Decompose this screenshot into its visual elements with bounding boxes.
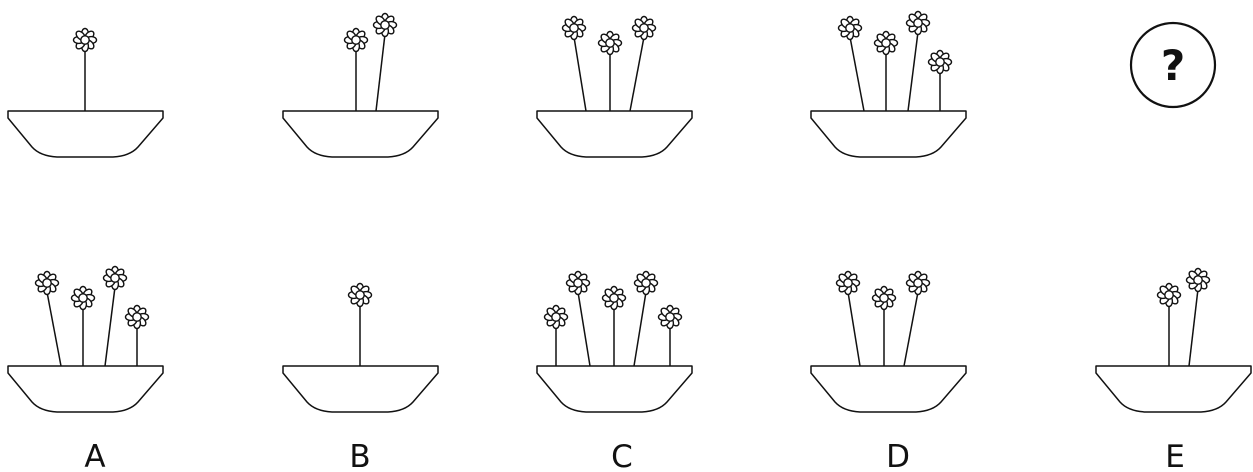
option-label-e[interactable]: E: [1165, 439, 1185, 472]
flower-icon: [372, 12, 398, 38]
flower-stem: [577, 291, 591, 367]
flower-stem: [573, 36, 587, 112]
sequence-pot-3: [536, 15, 693, 158]
flower-pot-icon: [282, 365, 439, 413]
flower-icon: [561, 15, 587, 41]
flower-stem: [849, 36, 865, 112]
flower-icon: [70, 285, 96, 311]
flower-pot-icon: [810, 365, 967, 413]
flower-icon: [871, 285, 897, 311]
flower-pot-icon: [536, 365, 693, 413]
flower-icon: [1156, 282, 1182, 308]
options-row: [7, 265, 1252, 413]
flower-icon: [543, 304, 569, 330]
flower-icon: [837, 15, 863, 41]
flower-icon: [597, 30, 623, 56]
flower-stem: [847, 291, 861, 367]
question-mark: ?: [1161, 41, 1185, 90]
flower-stem: [375, 33, 386, 112]
flower-icon: [927, 49, 953, 75]
flower-icon: [124, 304, 150, 330]
option-e[interactable]: [1095, 267, 1252, 413]
flower-stem: [104, 286, 116, 367]
flower-icon: [601, 285, 627, 311]
option-label-d[interactable]: D: [886, 439, 910, 472]
flower-icon: [565, 270, 591, 296]
option-labels: A B C D E: [84, 439, 1184, 472]
flower-icon: [835, 270, 861, 296]
flower-pot-icon: [7, 110, 164, 158]
flower-stem: [46, 291, 62, 367]
flower-stem: [1188, 288, 1199, 367]
flower-icon: [343, 27, 369, 53]
flower-icon: [34, 270, 60, 296]
flower-icon: [72, 27, 98, 53]
flower-icon: [631, 15, 657, 41]
sequence-pot-1: [7, 27, 164, 158]
sequence-row: [7, 10, 967, 158]
option-b[interactable]: [282, 282, 439, 413]
flower-icon: [347, 282, 373, 308]
option-a[interactable]: [7, 265, 164, 413]
flower-pot-icon: [810, 110, 967, 158]
flower-pot-icon: [536, 110, 693, 158]
flower-icon: [873, 30, 899, 56]
flower-icon: [905, 270, 931, 296]
option-label-a[interactable]: A: [84, 439, 105, 472]
flower-pot-icon: [1095, 365, 1252, 413]
flower-icon: [102, 265, 128, 291]
option-label-c[interactable]: C: [611, 439, 633, 472]
flower-stem: [633, 291, 647, 367]
flower-icon: [657, 304, 683, 330]
flower-icon: [633, 270, 659, 296]
flower-icon: [1185, 267, 1211, 293]
question-box: ?: [1129, 21, 1217, 109]
option-c[interactable]: [536, 270, 693, 413]
flower-stem: [629, 36, 645, 112]
option-d[interactable]: [810, 270, 967, 413]
flower-stem: [907, 31, 919, 112]
sequence-pot-2: [282, 12, 439, 158]
sequence-pot-4: [810, 10, 967, 158]
flower-icon: [905, 10, 931, 36]
option-label-b[interactable]: B: [349, 439, 370, 472]
flower-pot-icon: [7, 365, 164, 413]
flower-pot-icon: [282, 110, 439, 158]
question-circle-icon: [1129, 21, 1217, 109]
flower-stem: [903, 291, 919, 367]
